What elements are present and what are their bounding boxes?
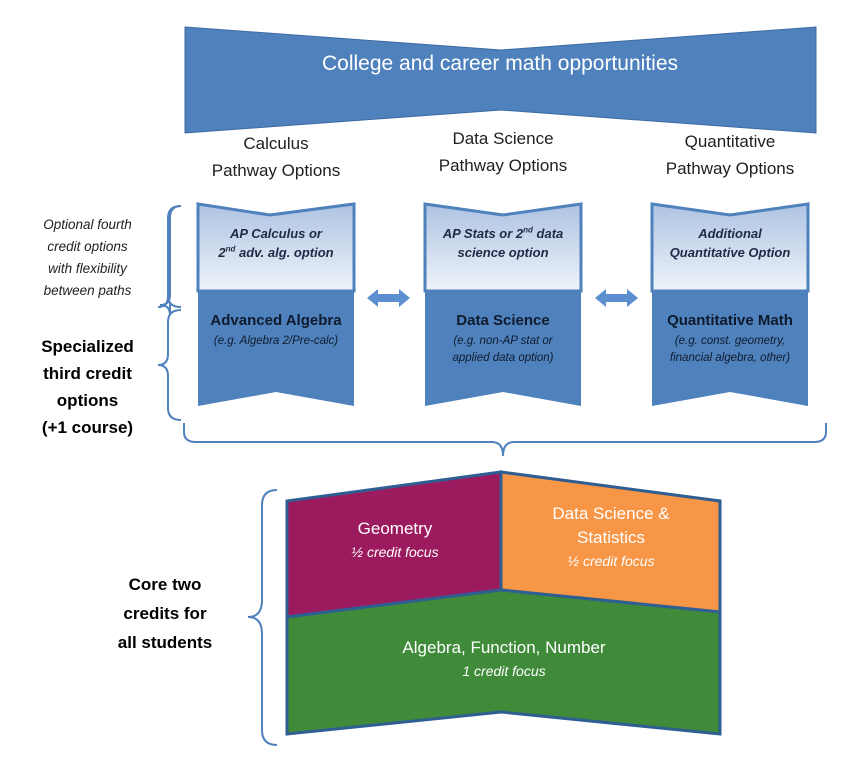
pathway-header-quantitative: Quantitative Pathway Options (645, 128, 815, 182)
card-top-line: Quantitative Option (669, 245, 791, 260)
card-third-option-data-science: Data Science (e.g. non-AP stat or applie… (425, 312, 581, 367)
pathway-card-calculus (196, 202, 356, 406)
card-third-option-calculus: Advanced Algebra (e.g. Algebra 2/Pre-cal… (198, 312, 354, 350)
note-line: credit options (47, 239, 128, 254)
note-line: with flexibility (48, 261, 127, 276)
card-fourth-option-data-science: AP Stats or 2nd data science option (427, 224, 579, 262)
core-title: Statistics (576, 528, 646, 547)
card-top-line: 2nd adv. alg. option (218, 244, 334, 260)
card-title: Advanced Algebra (210, 312, 342, 329)
core-subtitle: ½ credit focus (567, 553, 655, 569)
brace-third-credit (157, 309, 182, 421)
pathway-card-data-science (423, 202, 583, 406)
card-fourth-option-calculus: AP Calculus or 2nd adv. alg. option (200, 224, 352, 262)
banner-shape (184, 26, 817, 134)
card-subtitle: financial algebra, other) (669, 352, 791, 364)
core-algebra-shape (285, 588, 722, 736)
card-subtitle: (e.g. non-AP stat or (453, 335, 553, 347)
note-line: (+1 course) (41, 418, 134, 437)
pathway-header-line: Pathway Options (211, 161, 341, 180)
card-top-line: AP Stats or 2nd data (442, 225, 564, 241)
core-subtitle: 1 credit focus (462, 663, 546, 679)
card-subtitle: (e.g. Algebra 2/Pre-calc) (213, 335, 339, 347)
card-title: Quantitative Math (667, 312, 793, 329)
card-top-line: Additional (698, 226, 762, 241)
pathway-header-line: Quantitative (684, 132, 776, 151)
note-line: all students (117, 633, 213, 652)
card-top-line: AP Calculus or (230, 226, 322, 241)
card-third-option-quantitative: Quantitative Math (e.g. const. geometry,… (652, 312, 808, 367)
card-subtitle: (e.g. const. geometry, (674, 335, 786, 347)
pathway-card-quantitative (650, 202, 810, 406)
core-algebra: Algebra, Function, Number 1 credit focus (290, 636, 718, 682)
card-title: Data Science (456, 312, 550, 329)
note-line: between paths (43, 283, 132, 298)
card-top-line: science option (457, 245, 549, 260)
pathway-header-data-science: Data Science Pathway Options (418, 125, 588, 179)
brace-horizontal (183, 423, 827, 457)
card-subtitle: applied data option) (452, 352, 554, 364)
note-fourth-credit: Optional fourth credit options with flex… (15, 214, 160, 302)
pathway-header-line: Calculus (243, 134, 309, 153)
note-core-credits: Core two credits for all students (90, 570, 240, 657)
note-line: options (56, 391, 119, 410)
brace-core (247, 489, 278, 746)
double-arrow-icon (595, 289, 638, 307)
note-line: credits for (123, 604, 207, 623)
card-fourth-option-quantitative: Additional Quantitative Option (654, 224, 806, 262)
core-title: Data Science & (552, 504, 670, 523)
core-subtitle: ½ credit focus (351, 544, 439, 560)
double-arrow-icon (367, 289, 410, 307)
note-line: third credit (43, 364, 132, 383)
note-third-credit: Specialized third credit options (+1 cou… (15, 333, 160, 441)
note-line: Core two (128, 575, 202, 594)
note-line: Specialized (41, 337, 134, 356)
pathway-header-line: Pathway Options (438, 156, 568, 175)
pathway-header-line: Data Science (452, 129, 554, 148)
note-line: Optional fourth (43, 217, 132, 232)
core-title: Geometry (357, 519, 433, 538)
pathway-header-calculus: Calculus Pathway Options (196, 130, 356, 184)
core-geometry: Geometry ½ credit focus (290, 517, 500, 563)
banner-title: College and career math opportunities (321, 52, 679, 75)
core-title: Algebra, Function, Number (402, 638, 606, 657)
core-data-stats: Data Science & Statistics ½ credit focus (504, 502, 718, 572)
pathway-header-line: Pathway Options (665, 159, 795, 178)
brace-fourth-credit-lower (157, 205, 182, 308)
brace-fourth-credit (159, 205, 182, 316)
